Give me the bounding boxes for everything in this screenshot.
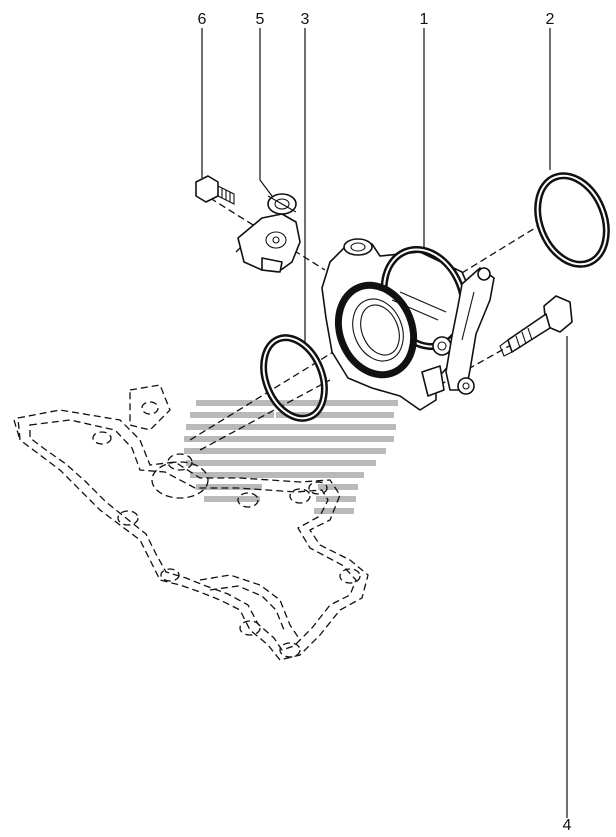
watermark-logo xyxy=(184,400,398,514)
callout-3: 3 xyxy=(301,11,310,28)
bolt-part-4 xyxy=(499,295,573,357)
callout-4: 4 xyxy=(563,817,572,834)
callout-5: 5 xyxy=(256,11,265,28)
throttle-position-sensor-part-5 xyxy=(237,193,301,273)
o-ring-part-3 xyxy=(260,334,328,422)
screw-part-6 xyxy=(195,175,235,205)
callout-1: 1 xyxy=(420,11,429,28)
intake-manifold-outline xyxy=(13,384,369,661)
leader-lines xyxy=(201,28,568,818)
callout-2: 2 xyxy=(546,11,555,28)
callout-6: 6 xyxy=(198,11,207,28)
throttle-body-part-1 xyxy=(321,238,495,411)
o-ring-part-2 xyxy=(534,172,610,268)
